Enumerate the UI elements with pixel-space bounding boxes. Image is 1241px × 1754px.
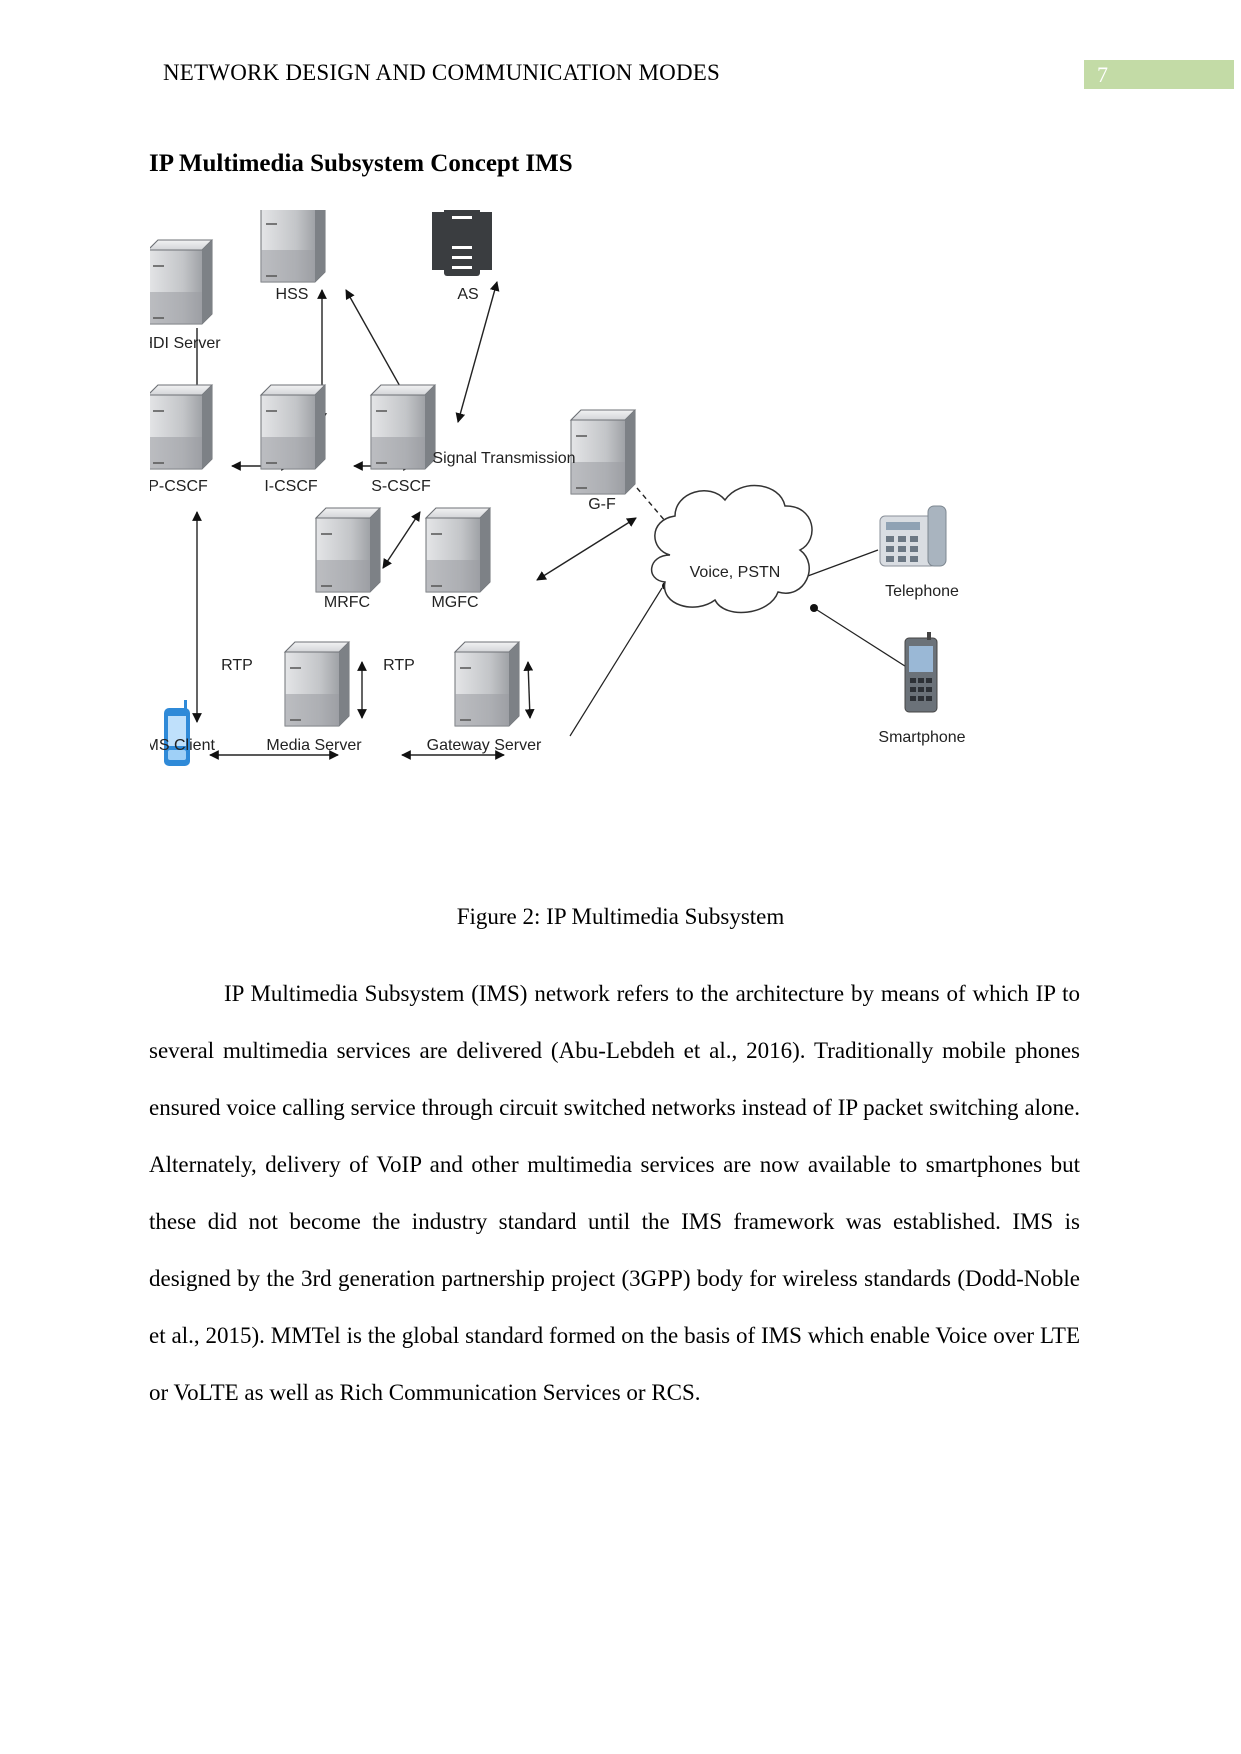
link-as-scscf xyxy=(455,281,500,423)
link-gateway-cloud xyxy=(569,587,663,737)
gateway-server-icon xyxy=(454,641,520,727)
gf-label: G-F xyxy=(588,496,616,513)
section-heading: IP Multimedia Subsystem Concept IMS xyxy=(149,150,573,177)
signal-transmission-label: Signal Transmission xyxy=(432,450,575,467)
pcscf-label: P-CSCF xyxy=(150,478,208,495)
figure-caption: Figure 2: IP Multimedia Subsystem xyxy=(456,904,785,929)
rtp-label-right: RTP xyxy=(383,657,415,674)
ims-architecture-diagram: Voice, PSTN xyxy=(150,210,966,766)
ims-client-label: IMS Client xyxy=(150,737,215,754)
connection-lines xyxy=(192,281,909,760)
media-server-label: Media Server xyxy=(266,737,362,754)
telephone-icon xyxy=(879,505,947,567)
hss-label: HSS xyxy=(276,286,309,303)
link-gf-mgfc xyxy=(536,517,637,581)
rtp-label-left: RTP xyxy=(221,657,253,674)
mgfc-server-icon xyxy=(425,507,491,593)
pcscf-server-icon xyxy=(150,384,213,470)
icscf-server-icon xyxy=(260,384,326,470)
as-label: AS xyxy=(457,286,478,303)
scscf-label: S-CSCF xyxy=(371,478,431,495)
page-number: 7 xyxy=(1097,62,1108,87)
hdi-server-label: HDI Server xyxy=(150,335,221,352)
media-server-icon xyxy=(284,641,350,727)
running-header-title: NETWORK DESIGN AND COMMUNICATION MODES xyxy=(163,60,721,85)
body-paragraph: IP Multimedia Subsystem (IMS) network re… xyxy=(149,981,1080,1405)
mrfc-label: MRFC xyxy=(324,594,370,611)
application-server-icon xyxy=(432,210,492,276)
gf-server-icon xyxy=(570,409,636,495)
smartphone-icon xyxy=(904,632,938,713)
scscf-server-icon xyxy=(370,384,436,470)
mgfc-label: MGFC xyxy=(431,594,478,611)
hdi-server-icon xyxy=(150,239,213,325)
link-gf-cloud xyxy=(636,487,684,543)
mobile-client-icon xyxy=(164,700,190,766)
cloud-label: Voice, PSTN xyxy=(690,564,781,581)
icscf-label: I-CSCF xyxy=(264,478,318,495)
page-number-bar xyxy=(1084,60,1234,89)
smartphone-label: Smartphone xyxy=(878,729,965,746)
link-scscf-mrfc xyxy=(382,511,421,569)
cloud-icon xyxy=(650,484,813,614)
cloud-label-text: Voice, PSTN xyxy=(690,564,781,581)
link-cloud-telephone xyxy=(796,549,879,581)
hss-server-icon xyxy=(260,210,326,283)
telephone-label: Telephone xyxy=(885,583,959,600)
link-mgfc-gateway xyxy=(523,661,535,719)
link-cloud-smartphone xyxy=(813,607,909,669)
mrfc-server-icon xyxy=(315,507,381,593)
gateway-server-label: Gateway Server xyxy=(427,737,542,754)
